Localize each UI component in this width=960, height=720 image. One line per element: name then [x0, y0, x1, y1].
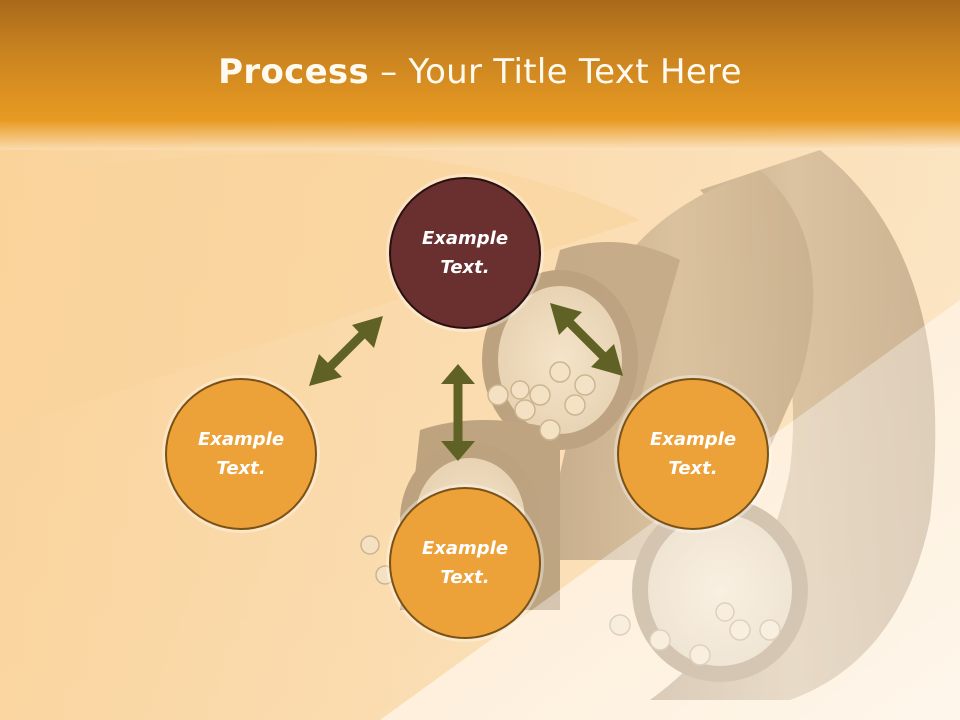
node-left: Example Text. [165, 378, 317, 530]
node-left-line1: Example [197, 429, 285, 450]
node-left-label: Example Text. [198, 425, 284, 483]
node-bottom-line1: Example [421, 538, 509, 559]
node-top-line1: Example [421, 228, 509, 249]
title-bar [0, 0, 960, 150]
arrow-top-right [550, 303, 623, 376]
node-bottom: Example Text. [389, 487, 541, 639]
node-right-line1: Example [649, 429, 737, 450]
node-left-line2: Text. [216, 458, 266, 479]
node-right-line2: Text. [668, 458, 718, 479]
node-top-line2: Text. [440, 257, 490, 278]
title-rest: – Your Title Text Here [369, 52, 742, 92]
node-top: Example Text. [389, 177, 541, 329]
title-bold: Process [218, 52, 370, 92]
node-top-label: Example Text. [422, 224, 508, 282]
slide-title: Process – Your Title Text Here [0, 52, 960, 92]
arrow-left-top [309, 316, 383, 386]
node-bottom-line2: Text. [440, 567, 490, 588]
node-right: Example Text. [617, 378, 769, 530]
arrow-top-bottom [441, 364, 475, 461]
node-right-label: Example Text. [650, 425, 736, 483]
node-bottom-label: Example Text. [422, 534, 508, 592]
